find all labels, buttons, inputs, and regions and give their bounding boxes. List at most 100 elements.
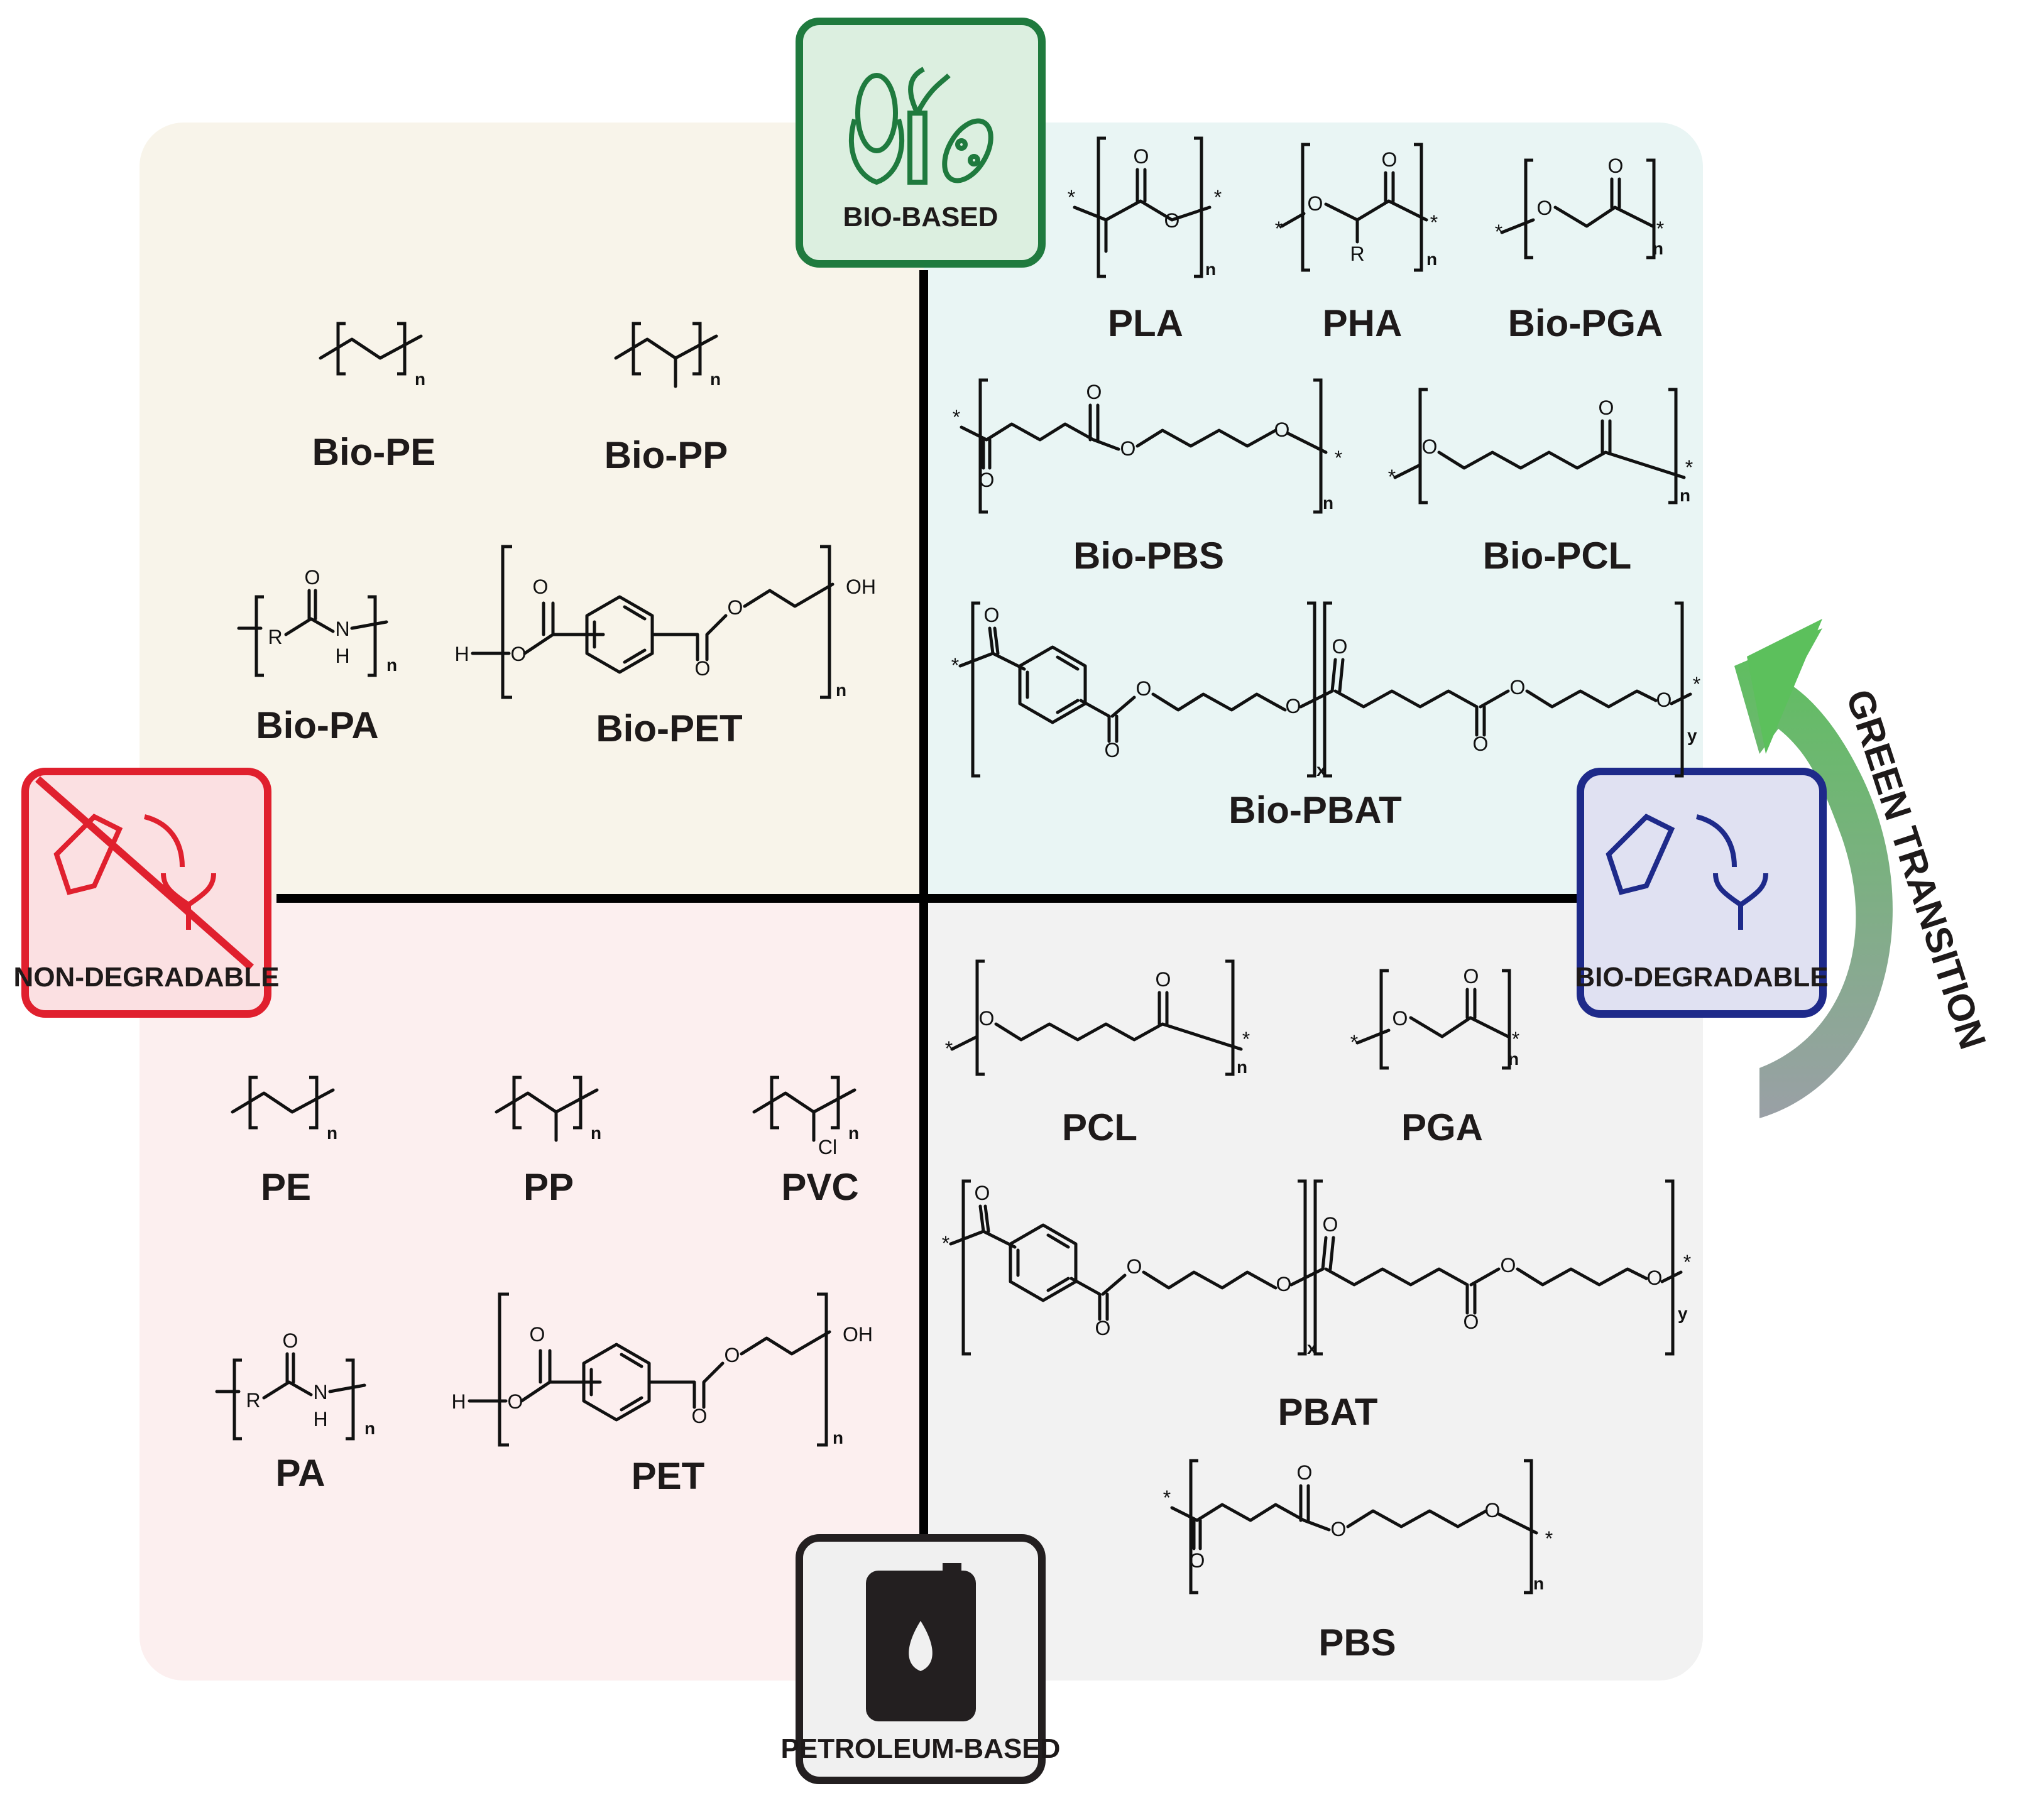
label-bio-pbs: Bio-PBS: [1073, 535, 1224, 577]
sugarcane-icon: [907, 67, 951, 185]
svg-text:O: O: [1656, 689, 1672, 711]
svg-text:O: O: [533, 575, 549, 598]
svg-text:R: R: [246, 1389, 260, 1412]
svg-text:O: O: [692, 1405, 708, 1427]
svg-text:O: O: [975, 1182, 990, 1204]
petroleum-based-label: PETROLEUM-BASED: [781, 1733, 1061, 1764]
svg-text:O: O: [1120, 437, 1136, 460]
svg-text:OH: OH: [846, 575, 876, 598]
svg-text:O: O: [1608, 155, 1624, 177]
svg-text:y: y: [1678, 1304, 1688, 1323]
quadrant-petro-degradable: [924, 898, 1703, 1681]
bio-degradable-label: BIO-DEGRADABLE: [1575, 962, 1828, 993]
bio-degradable-box: BIO-DEGRADABLE: [1575, 768, 1829, 1018]
svg-text:O: O: [1599, 396, 1614, 419]
svg-text:n: n: [364, 1419, 375, 1438]
svg-text:O: O: [1095, 1317, 1111, 1339]
structure-pet: H O O O O OH n: [451, 1292, 873, 1447]
svg-text:*: *: [1495, 221, 1502, 243]
svg-text:*: *: [1068, 186, 1075, 209]
label-bio-pet: Bio-PET: [596, 707, 742, 749]
svg-text:x: x: [1307, 1338, 1317, 1358]
svg-text:O: O: [305, 566, 320, 589]
svg-text:O: O: [1164, 209, 1180, 232]
label-pha: PHA: [1323, 302, 1403, 344]
svg-text:O: O: [1190, 1549, 1205, 1572]
structure-pha: * O R O * n: [1275, 143, 1438, 272]
svg-text:*: *: [1388, 466, 1396, 488]
bio-based-label: BIO-BASED: [843, 202, 999, 232]
svg-text:n: n: [1508, 1049, 1519, 1069]
svg-text:O: O: [283, 1329, 298, 1352]
svg-text:H: H: [313, 1408, 327, 1430]
svg-text:O: O: [1473, 733, 1489, 755]
label-pp: PP: [523, 1166, 574, 1208]
svg-text:*: *: [1275, 217, 1283, 240]
svg-text:*: *: [945, 1037, 953, 1060]
label-bio-pp: Bio-PP: [605, 434, 728, 476]
label-pet: PET: [632, 1455, 705, 1497]
structure-pbs: * O O O O * n: [1163, 1459, 1553, 1594]
non-degradable-label: NON-DEGRADABLE: [14, 962, 280, 993]
svg-text:*: *: [1545, 1527, 1553, 1550]
svg-text:O: O: [1393, 1007, 1408, 1030]
bio-based-box: BIO-BASED: [796, 18, 1046, 268]
svg-text:*: *: [1214, 186, 1222, 209]
label-pvc: PVC: [781, 1166, 858, 1208]
svg-text:*: *: [1512, 1028, 1519, 1050]
svg-text:n: n: [327, 1123, 337, 1143]
svg-text:n: n: [710, 369, 721, 389]
structure-bio-pet: H O O O O OH n: [454, 545, 876, 700]
svg-text:O: O: [1647, 1267, 1663, 1289]
svg-text:n: n: [1426, 249, 1437, 269]
svg-text:O: O: [1086, 381, 1102, 403]
label-bio-pe: Bio-PE: [312, 431, 436, 473]
svg-text:O: O: [1485, 1499, 1501, 1522]
label-pla: PLA: [1108, 302, 1183, 344]
svg-text:O: O: [1156, 968, 1171, 991]
svg-text:O: O: [1308, 192, 1323, 215]
petroleum-based-box: PETROLEUM-BASED: [781, 1534, 1061, 1784]
svg-text:*: *: [1335, 447, 1342, 469]
label-pe: PE: [261, 1166, 311, 1208]
svg-text:O: O: [979, 1007, 995, 1030]
svg-text:n: n: [1323, 493, 1333, 513]
svg-text:*: *: [1656, 217, 1664, 240]
svg-text:O: O: [508, 1390, 523, 1413]
structure-pbat: * O O O O O O O O * x y: [942, 1179, 1691, 1358]
svg-text:n: n: [1533, 1574, 1544, 1593]
svg-text:O: O: [1382, 148, 1398, 171]
structure-pe: n: [233, 1077, 337, 1143]
svg-text:O: O: [1276, 1273, 1292, 1295]
svg-text:O: O: [979, 469, 995, 491]
structure-bio-pa: R O N H n: [237, 566, 397, 677]
label-pga: PGA: [1401, 1106, 1483, 1148]
bottle-to-plant-icon: [1606, 814, 1768, 930]
svg-text:*: *: [1350, 1031, 1358, 1054]
structure-bio-pbs: * O O O O * n: [953, 378, 1342, 514]
label-pbat: PBAT: [1278, 1391, 1378, 1433]
structure-pla: * O O * n: [1068, 136, 1222, 279]
svg-text:N: N: [313, 1381, 327, 1403]
label-bio-pbat: Bio-PBAT: [1228, 789, 1402, 831]
label-pa: PA: [276, 1452, 326, 1494]
label-bio-pcl: Bio-PCL: [1483, 535, 1632, 577]
svg-text:n: n: [386, 655, 397, 675]
quadrant-bio-non-degradable: [140, 123, 924, 898]
corn-icon: [848, 73, 905, 185]
structure-pp: n: [496, 1077, 601, 1143]
svg-text:H: H: [335, 645, 349, 667]
label-bio-pga: Bio-PGA: [1508, 302, 1663, 344]
svg-text:Cl: Cl: [818, 1136, 837, 1158]
svg-text:*: *: [1693, 673, 1700, 695]
svg-text:O: O: [1331, 1518, 1347, 1540]
oil-barrel-icon: [866, 1563, 976, 1721]
svg-text:*: *: [951, 654, 959, 677]
svg-text:n: n: [833, 1428, 843, 1447]
structure-bio-pp: n: [616, 324, 721, 389]
svg-text:O: O: [728, 596, 743, 619]
svg-text:n: n: [1653, 239, 1663, 258]
svg-text:O: O: [511, 643, 527, 665]
structure-pvc: Cl n: [754, 1077, 859, 1158]
